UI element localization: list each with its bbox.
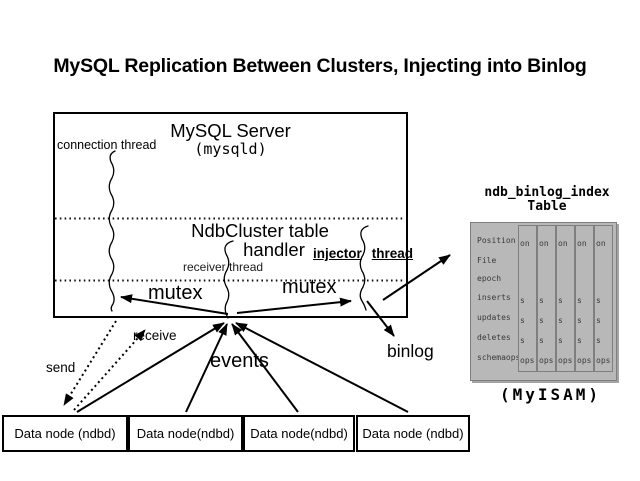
data-node-label: Data node(ndbd) [250, 426, 348, 441]
strip-cell: s [577, 336, 582, 345]
ndb-binlog-index-heading: ndb_binlog_index Table [467, 186, 627, 214]
strip-cell: s [539, 296, 544, 305]
events-label: events [210, 350, 269, 372]
index-card-strip: on s s s ops [594, 225, 613, 372]
strip-cell: on [577, 239, 587, 248]
strip-cell: s [520, 316, 525, 325]
mutex-left-label: mutex [148, 282, 203, 304]
table-row-label: inserts [477, 293, 511, 302]
data-node-box-2: Data node(ndbd) [128, 415, 243, 452]
strip-cell: s [539, 316, 544, 325]
strip-cell: ops [558, 356, 573, 365]
strip-cell: ops [577, 356, 592, 365]
strip-cell: s [520, 296, 525, 305]
strip-cell: ops [520, 356, 535, 365]
index-card-strip: on s s s ops [556, 225, 575, 372]
receiver-thread-label: receiver thread [183, 260, 264, 274]
strip-cell: s [558, 316, 563, 325]
strip-cell: on [558, 239, 568, 248]
myisam-label: (MyISAM) [500, 385, 602, 404]
table-row-label: Position [477, 236, 516, 245]
strip-cell: s [539, 336, 544, 345]
mysql-server-title: MySQL Server [170, 120, 291, 141]
strip-cell: on [539, 239, 549, 248]
strip-cell: s [596, 316, 601, 325]
data-node-box-1: Data node (ndbd) [2, 415, 128, 452]
injector-word: injector [313, 246, 362, 261]
strip-cell: on [520, 239, 530, 248]
connection-thread-label: connection thread [57, 138, 157, 152]
send-label: send [46, 360, 76, 375]
diagram-title: MySQL Replication Between Clusters, Inje… [53, 55, 587, 77]
receive-label: receive [133, 328, 177, 343]
mysqld-subtitle: (mysqld) [194, 140, 267, 158]
strip-cell: on [596, 239, 606, 248]
strip-cell: s [577, 296, 582, 305]
strip-cell: ops [596, 356, 611, 365]
data-node-box-4: Data node (ndbd) [356, 415, 470, 452]
index-card-strip: on s s s ops [537, 225, 556, 372]
table-row-label: File [477, 256, 497, 265]
binlog-label: binlog [387, 341, 434, 361]
ndbcluster-handler-line1: NdbCluster table [191, 220, 329, 241]
table-row-label: schemaops [477, 353, 521, 362]
index-card-strip: on s s s ops [518, 225, 537, 372]
strip-cell: s [520, 336, 525, 345]
ndb-binlog-index-heading-line1: ndb_binlog_index [484, 185, 610, 200]
strip-cell: s [558, 336, 563, 345]
strip-cell: s [596, 336, 601, 345]
mutex-right-label: mutex [282, 276, 337, 298]
data-node-box-3: Data node(ndbd) [243, 415, 355, 452]
index-card-strip: on s s s ops [575, 225, 594, 372]
data-node-label: Data node(ndbd) [136, 426, 235, 441]
strip-cell: s [596, 296, 601, 305]
ndbcluster-handler-line2: handler [243, 239, 305, 260]
table-row-label: updates [477, 313, 511, 322]
strip-cell: s [577, 316, 582, 325]
table-row-label: deletes [477, 333, 511, 342]
ndb-binlog-index-heading-line2: Table [527, 199, 567, 214]
thread-word: thread [371, 246, 414, 261]
table-row-label: epoch [477, 274, 502, 283]
strip-cell: ops [539, 356, 554, 365]
injector-thread-label: injector thread [313, 246, 413, 261]
strip-cell: s [558, 296, 563, 305]
data-node-label: Data node (ndbd) [14, 426, 116, 441]
data-node-label: Data node (ndbd) [362, 426, 464, 441]
index-table-card: Position File epoch inserts updates dele… [470, 222, 617, 381]
